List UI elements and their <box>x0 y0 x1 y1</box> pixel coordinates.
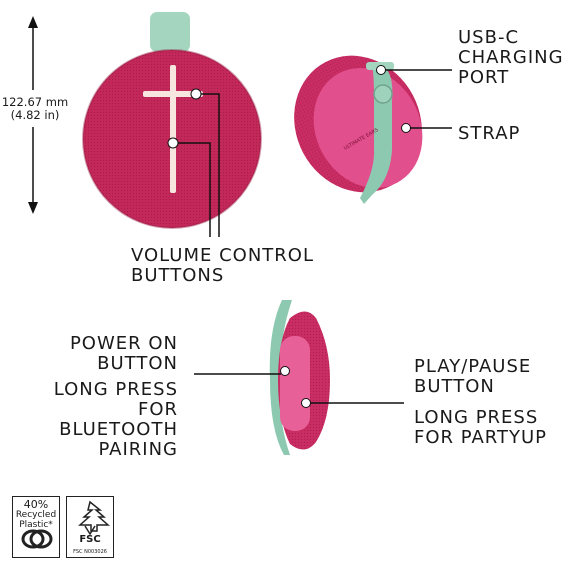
speaker-profile-view <box>194 300 404 455</box>
usb-c-label: USB-C CHARGING PORT <box>458 27 564 88</box>
dimension-mm: 122.67 mm <box>1 95 69 109</box>
fsc-code: FSC N003026 <box>73 549 107 555</box>
recycled-text: Recycled <box>15 510 57 520</box>
plastic-text: Plastic* <box>19 520 53 530</box>
partyup-label: LONG PRESS FOR PARTYUP <box>414 407 547 448</box>
recycled-plastic-badge: 40% Recycled Plastic* <box>12 496 60 558</box>
recycle-icon <box>21 529 53 549</box>
fsc-mark: FSC <box>79 534 101 545</box>
strap-label: STRAP <box>458 123 521 144</box>
power-long-press-label: LONG PRESS FOR BLUETOOTH PAIRING <box>53 379 178 460</box>
play-pause-label: PLAY/PAUSE BUTTON <box>414 356 532 397</box>
speaker-side-view: ULTIMATE EARS <box>294 55 452 205</box>
power-button-label: POWER ON BUTTON <box>69 333 178 374</box>
speaker-front-view <box>82 12 262 237</box>
dimension-label: 122.67 mm (4.82 in) <box>0 96 70 122</box>
fsc-badge: FSC FSC N003026 <box>66 496 114 558</box>
dimension-in: (4.82 in) <box>10 108 60 122</box>
recycled-percent: 40% <box>23 498 49 511</box>
dimension-arrow <box>28 16 38 214</box>
fsc-tree-icon <box>78 500 110 536</box>
volume-buttons-label: VOLUME CONTROL BUTTONS <box>131 245 314 286</box>
